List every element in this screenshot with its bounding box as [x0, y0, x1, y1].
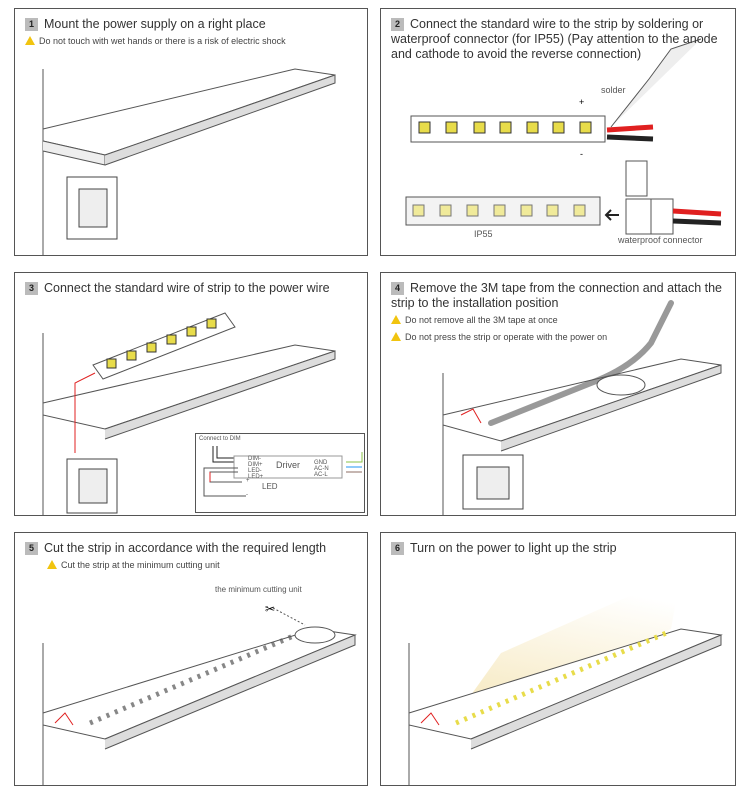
step-number: 5 [25, 542, 38, 555]
step-number: 6 [391, 542, 404, 555]
led-minus-sign: - [246, 492, 248, 498]
soldering-and-connector-illustration [405, 38, 722, 235]
plus-label: + [579, 97, 585, 107]
step-title: Remove the 3M tape from the connection a… [391, 281, 722, 310]
warning-text: Do not press the strip or operate with t… [405, 332, 608, 342]
led-plus-label: LED+ [248, 474, 264, 480]
warning: Do not touch with wet hands or there is … [25, 34, 359, 49]
step-title: Mount the power supply on a right place [44, 17, 266, 31]
warning-icon [391, 315, 401, 324]
step-6-header: 6 Turn on the power to light up the strip [391, 541, 727, 556]
warning: Do not press the strip or operate with t… [391, 330, 727, 345]
dim-minus-label: DIM- [248, 456, 261, 462]
cut-strip-illustration: ✂ [42, 602, 357, 785]
step-number: 2 [391, 18, 404, 31]
cutting-unit-label: the minimum cutting unit [215, 585, 302, 594]
step-number: 4 [391, 282, 404, 295]
lit-strip-illustration [408, 573, 723, 785]
step-3-panel: 3 Connect the standard wire of strip to t… [14, 272, 368, 516]
wiring-diagram: Connect to DIM DIM- DIM+ LED- LED+ Drive… [195, 433, 365, 513]
step-6-panel: 6 Turn on the power to light up the strip [380, 532, 736, 786]
step-number: 1 [25, 18, 38, 31]
warning-text: Do not remove all the 3M tape at once [405, 315, 558, 325]
dim-plus-label: DIM+ [248, 462, 263, 468]
step-title: Cut the strip in accordance with the req… [44, 541, 327, 555]
led-plus-sign: + [246, 478, 250, 484]
warning: Cut the strip at the minimum cutting uni… [25, 558, 359, 573]
minus-label: - [580, 149, 583, 159]
attach-strip-illustration [442, 300, 722, 515]
step-1-panel: 1 Mount the power supply on a right place… [14, 8, 368, 256]
solder-label: solder [601, 85, 626, 95]
wiring-lines [203, 446, 363, 497]
step-title: Connect the standard wire to the strip b… [391, 17, 718, 61]
warning-icon [25, 36, 35, 45]
step-5-header: 5 Cut the strip in accordance with the re… [25, 541, 359, 573]
step-title: Connect the standard wire of strip to th… [44, 281, 330, 295]
warning-icon [47, 560, 57, 569]
warning-text: Do not touch with wet hands or there is … [39, 36, 286, 46]
waterproof-connector-label: waterproof connector [618, 235, 703, 245]
step-5-panel: ✂ 5 Cut the strip in accordance with the … [14, 532, 368, 786]
led-label: LED [262, 482, 278, 491]
ip55-label: IP55 [474, 229, 493, 239]
wall-shelf-power-supply-illustration [42, 68, 336, 255]
step-3-header: 3 Connect the standard wire of strip to t… [25, 281, 359, 296]
step-number: 3 [25, 282, 38, 295]
strip-to-power-wire-illustration [42, 312, 336, 515]
ac-n-label: AC-N [314, 466, 329, 472]
gnd-label: GND [314, 460, 328, 466]
driver-label: Driver [276, 460, 300, 470]
step-title: Turn on the power to light up the strip [410, 541, 617, 555]
ac-l-label: AC-L [314, 472, 328, 478]
warning: Do not remove all the 3M tape at once [391, 313, 727, 328]
step-1-header: 1 Mount the power supply on a right place… [25, 17, 359, 49]
warning-text: Cut the strip at the minimum cutting uni… [61, 560, 220, 570]
led-minus-label: LED- [248, 468, 262, 474]
connect-to-dim-label: Connect to DIM [199, 436, 241, 442]
warning-icon [391, 332, 401, 341]
scissors-icon: ✂ [265, 602, 275, 616]
